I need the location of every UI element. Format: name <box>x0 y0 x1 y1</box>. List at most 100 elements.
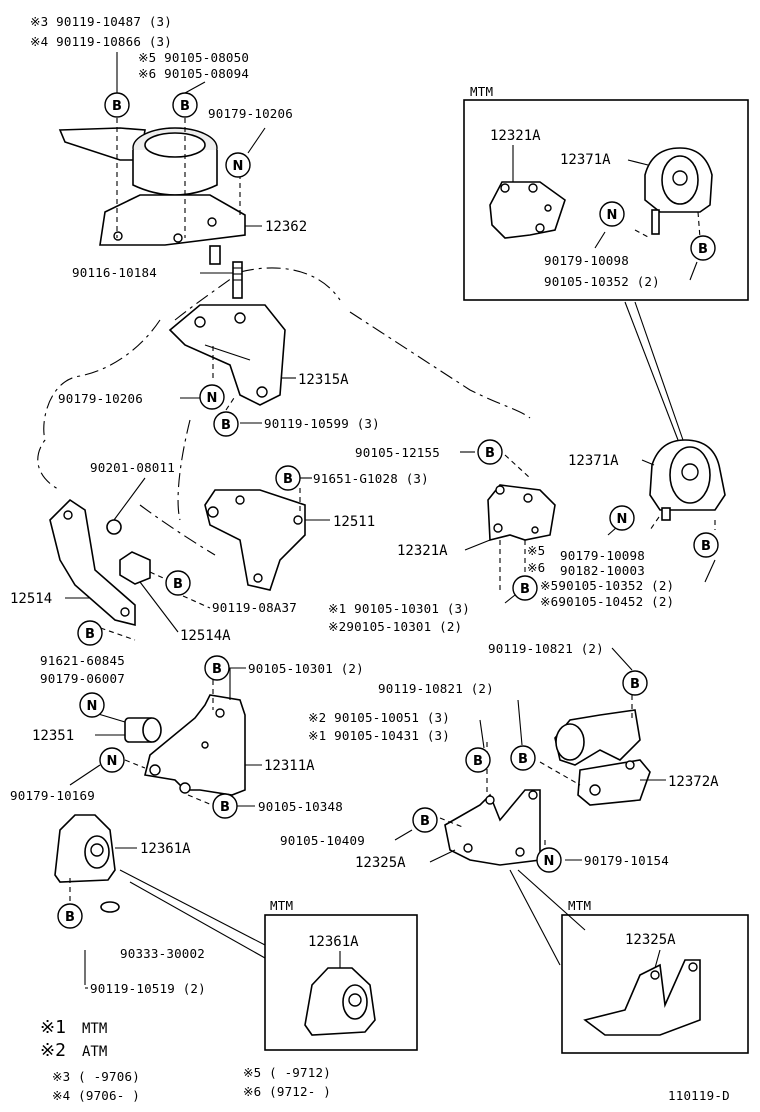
callout-b: B <box>477 439 503 465</box>
callout-n: N <box>199 384 225 410</box>
part-label: ※2 90105-10051 (3) <box>308 710 450 725</box>
part-label: 12514A <box>180 628 231 644</box>
svg-text:B: B <box>520 582 530 597</box>
part-label: 90105-12155 <box>355 445 440 460</box>
callout-n: N <box>599 201 625 227</box>
mtm-box-right <box>561 914 749 1054</box>
callout-b: B <box>690 235 716 261</box>
svg-text:B: B <box>180 99 190 114</box>
part-label: 90105-10301 (2) <box>248 661 364 676</box>
svg-text:N: N <box>207 391 218 406</box>
svg-text:B: B <box>221 418 231 433</box>
callout-b: B <box>165 570 191 596</box>
note-text-1: MTM <box>82 1021 107 1037</box>
part-label: 90179-10169 <box>10 788 95 803</box>
callout-b: B <box>622 670 648 696</box>
bracket-12311A <box>144 694 246 796</box>
callout-b: B <box>104 92 130 118</box>
mtm-box-left-part: 12361A <box>308 934 359 950</box>
part-label: 90179-06007 <box>40 671 125 686</box>
part-label: 12351 <box>32 728 74 744</box>
part-label: ※1 90105-10431 (3) <box>308 728 450 743</box>
part-label: 12325A <box>355 855 406 871</box>
svg-text:N: N <box>544 854 555 869</box>
mount-12361A-box <box>304 967 376 1036</box>
callout-b: B <box>77 620 103 646</box>
callout-b: B <box>512 575 538 601</box>
callout-b: B <box>693 532 719 558</box>
mtm-box-top-title: MTM <box>470 84 493 99</box>
engine-mount-12362 <box>58 127 246 265</box>
note-4: ※4 (9706- ) <box>52 1088 140 1103</box>
part-label: 90179-10098 <box>560 548 645 563</box>
mtm-box-right-title: MTM <box>568 898 591 913</box>
part-label: ※690105-10452 (2) <box>540 594 674 609</box>
part-label: 12321A <box>397 543 448 559</box>
part-label: 12361A <box>140 841 191 857</box>
part-label: ※290105-10301 (2) <box>328 619 462 634</box>
part-label: 90179-10206 <box>208 106 293 121</box>
part-label: 90119-10821 (2) <box>378 681 494 696</box>
callout-b: B <box>510 745 536 771</box>
part-label: 90333-30002 <box>120 946 205 961</box>
note-text-2: ATM <box>82 1044 107 1060</box>
mount-12371A-box <box>644 147 713 235</box>
part-label: 90119-10599 (3) <box>264 416 380 431</box>
part-label: 12311A <box>264 758 315 774</box>
svg-text:N: N <box>617 512 628 527</box>
svg-text:B: B <box>485 446 495 461</box>
callout-n: N <box>79 692 105 718</box>
svg-text:B: B <box>212 662 222 677</box>
callout-b: B <box>275 465 301 491</box>
callout-b: B <box>172 92 198 118</box>
part-label: ※590105-10352 (2) <box>540 578 674 593</box>
part-label: 90179-10098 <box>544 253 629 268</box>
note-6: ※6 (9712- ) <box>243 1084 331 1099</box>
part-label: 90119-10519 (2) <box>90 981 206 996</box>
part-label: ※5 <box>527 543 545 558</box>
part-label: 90179-10206 <box>58 391 143 406</box>
svg-text:B: B <box>420 814 430 829</box>
bracket-12321A-center <box>487 484 556 542</box>
part-label: ※6 <box>527 560 545 575</box>
part-label: 90105-10348 <box>258 799 343 814</box>
svg-text:N: N <box>607 208 618 223</box>
part-label: ※4 90119-10866 (3) <box>30 34 172 49</box>
part-label: ※6 90105-08094 <box>138 66 249 81</box>
svg-text:N: N <box>233 159 244 174</box>
svg-text:B: B <box>698 242 708 257</box>
mtm-box-left <box>264 914 418 1051</box>
svg-text:B: B <box>173 577 183 592</box>
bracket-12325A <box>444 789 541 866</box>
bracket-12514 <box>49 498 136 627</box>
callout-b: B <box>412 807 438 833</box>
callout-b: B <box>465 747 491 773</box>
part-label: 90179-10154 <box>584 853 669 868</box>
part-label: 90119-08A37 <box>212 600 297 615</box>
bracket-12511 <box>204 489 306 591</box>
svg-text:B: B <box>630 677 640 692</box>
part-label: 91621-60845 <box>40 653 125 668</box>
part-label: 12321A <box>490 128 541 144</box>
part-label: 90201-08011 <box>90 460 175 475</box>
figure-id: 110119-D <box>668 1088 730 1103</box>
engine-outline <box>37 267 531 556</box>
svg-text:B: B <box>220 800 230 815</box>
svg-text:B: B <box>65 910 75 925</box>
callout-b: B <box>213 411 239 437</box>
mtm-box-left-title: MTM <box>270 898 293 913</box>
part-label: 90105-10352 (2) <box>544 274 660 289</box>
mount-12372A <box>554 709 651 806</box>
svg-text:B: B <box>283 472 293 487</box>
note-mark-2: ※2 <box>40 1040 66 1061</box>
bracket-12315A <box>168 304 286 406</box>
part-label: 90116-10184 <box>72 265 157 280</box>
callout-n: N <box>536 847 562 873</box>
note-3: ※3 ( -9706) <box>52 1069 140 1084</box>
callout-b: B <box>212 793 238 819</box>
washer-90201 <box>106 519 122 535</box>
part-label: ※3 90119-10487 (3) <box>30 14 172 29</box>
callout-n: N <box>225 152 251 178</box>
part-label: 90182-10003 <box>560 563 645 578</box>
svg-text:B: B <box>518 752 528 767</box>
